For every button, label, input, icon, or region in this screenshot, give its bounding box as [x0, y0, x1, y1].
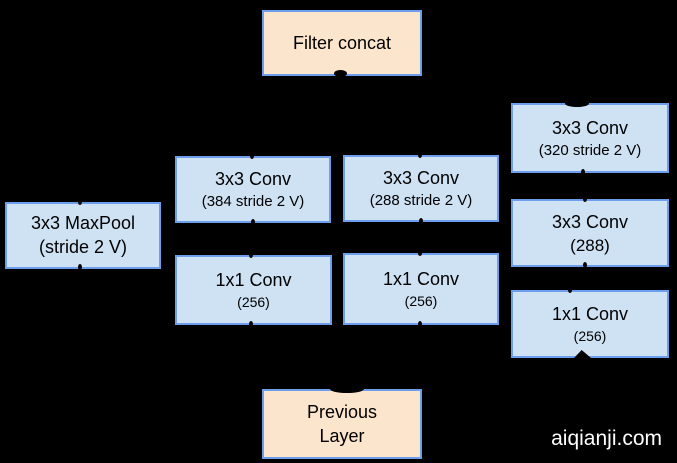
arrowhead-mark	[574, 350, 591, 358]
connector-mark	[565, 100, 589, 107]
node-sublabel: (288 stride 2 V)	[369, 192, 473, 209]
node-conv-256-left: 1x1 Conv (256)	[175, 255, 332, 325]
node-label: 3x3 Conv	[551, 117, 629, 138]
node-label: 1x1 Conv	[382, 269, 460, 289]
connector-mark	[419, 218, 423, 224]
node-sublabel: (256)	[404, 293, 438, 309]
node-sublabel: (256)	[237, 294, 270, 310]
node-label: Previous	[306, 401, 378, 422]
node-label: 3x3 Conv	[551, 211, 629, 232]
node-conv-288-stride: 3x3 Conv (288 stride 2 V)	[343, 155, 499, 222]
watermark-text: aiqianji.com	[551, 427, 662, 450]
connector-mark	[78, 199, 82, 205]
node-label: 1x1 Conv	[551, 304, 629, 324]
node-label: 3x3 Conv	[382, 168, 460, 188]
node-sublabel: (288)	[570, 235, 610, 255]
node-maxpool: 3x3 MaxPool (stride 2 V)	[5, 202, 161, 269]
connector-mark	[250, 153, 254, 159]
node-label: 1x1 Conv	[215, 270, 292, 290]
connector-mark	[581, 169, 585, 175]
connector-mark	[418, 250, 422, 256]
connector-mark	[251, 219, 255, 225]
node-conv-320-stride: 3x3 Conv (320 stride 2 V)	[511, 103, 669, 173]
node-sublabel: Layer	[319, 425, 365, 446]
node-sublabel: (384 stride 2 V)	[201, 193, 305, 210]
connector-mark	[583, 196, 587, 202]
connector-mark	[568, 287, 572, 293]
node-filter-concat: Filter concat	[262, 10, 422, 76]
node-sublabel: (320 stride 2 V)	[538, 141, 642, 159]
connector-mark	[418, 152, 422, 158]
connector-mark	[249, 321, 253, 327]
node-label: 3x3 MaxPool	[30, 213, 136, 233]
node-conv-256-middle: 1x1 Conv (256)	[343, 253, 499, 325]
connector-mark	[418, 321, 422, 327]
node-conv-384-stride: 3x3 Conv (384 stride 2 V)	[175, 156, 331, 223]
node-sublabel: (256)	[573, 328, 607, 344]
connector-mark	[78, 264, 82, 270]
connector-mark	[249, 252, 253, 258]
branch-point-mark	[330, 385, 364, 393]
connector-mark	[583, 262, 587, 268]
node-label: Filter concat	[292, 32, 392, 53]
node-sublabel: (stride 2 V)	[38, 237, 128, 257]
arrowhead-mark	[334, 70, 347, 77]
node-label: 3x3 Conv	[214, 169, 292, 189]
node-conv-288: 3x3 Conv (288)	[511, 199, 669, 267]
node-conv-256-right: 1x1 Conv (256)	[511, 290, 669, 358]
node-previous-layer: Previous Layer	[262, 389, 422, 459]
